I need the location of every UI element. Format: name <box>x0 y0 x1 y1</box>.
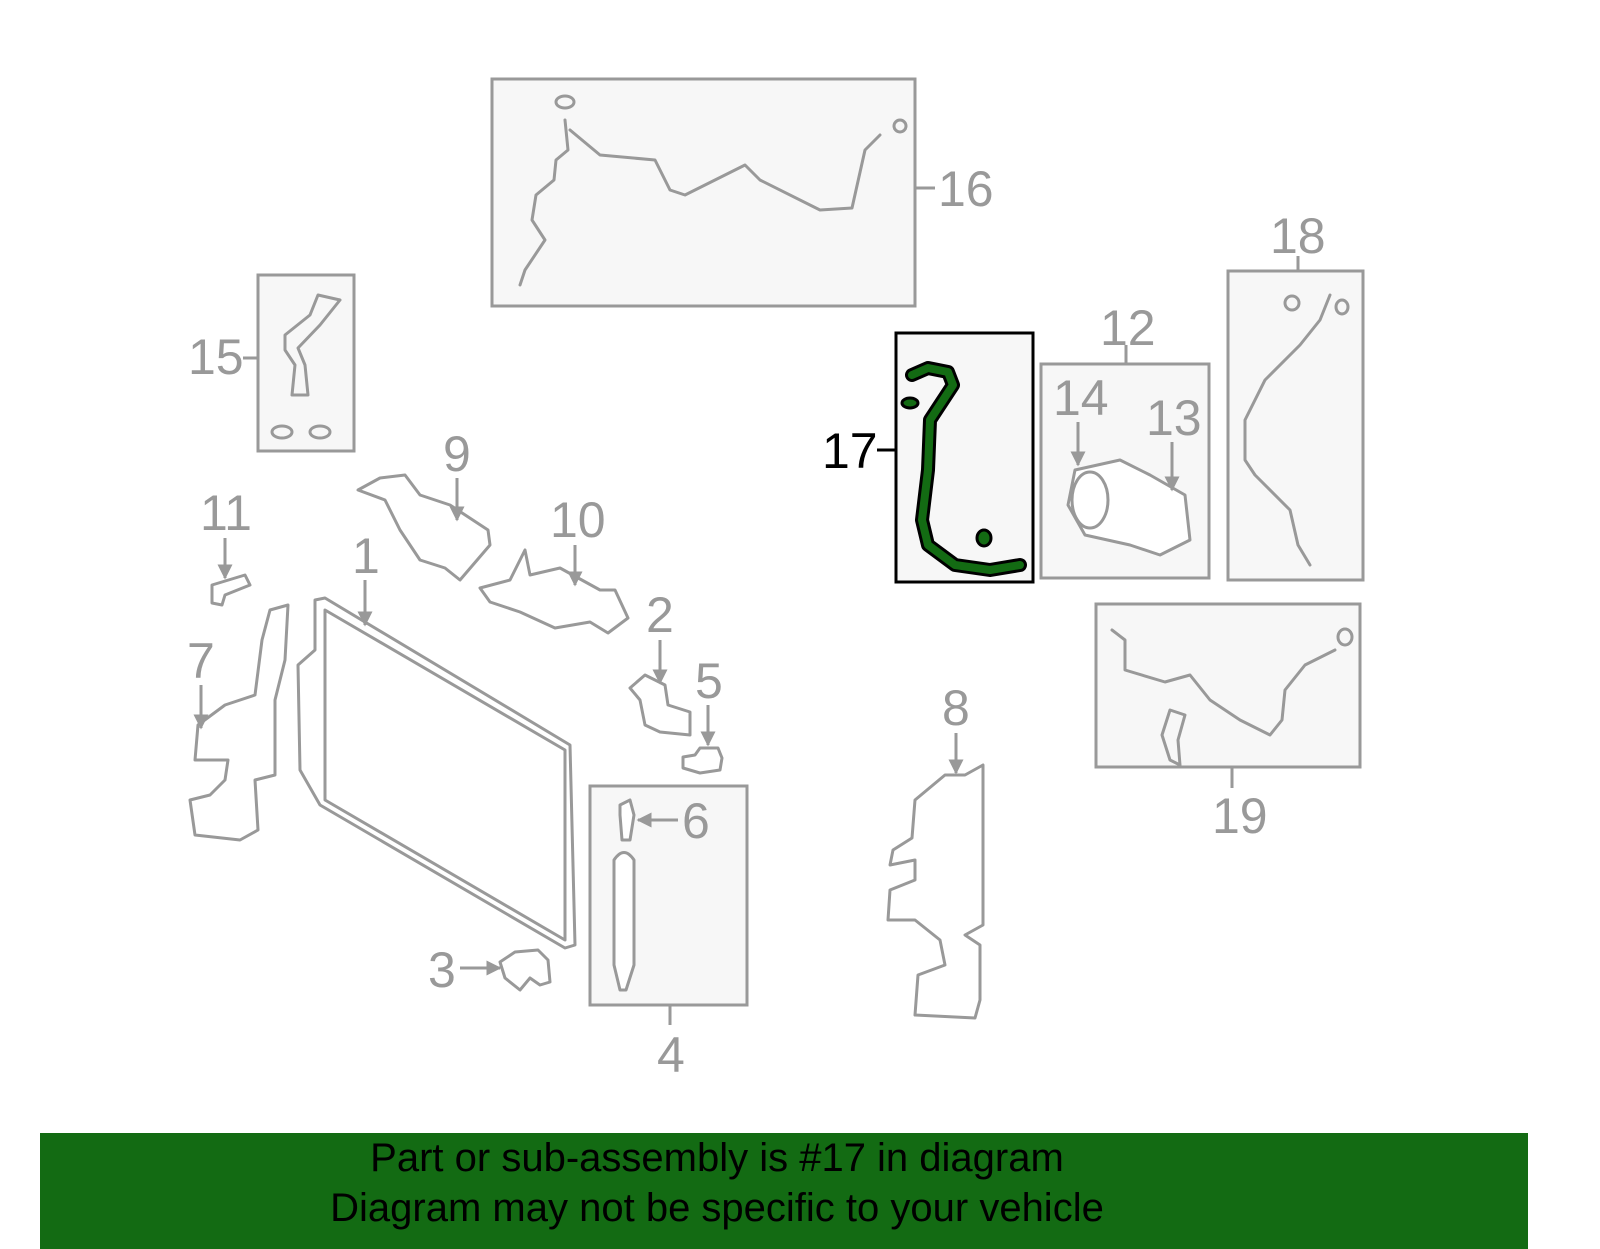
part-9 <box>356 473 492 582</box>
part-7-group[interactable]: 7 <box>187 603 290 842</box>
callout-4: 4 <box>657 1027 685 1083</box>
part-4-group[interactable]: 6 4 <box>588 784 749 1083</box>
part-18-line <box>1243 293 1332 567</box>
part-3 <box>498 948 552 992</box>
part-11-group[interactable]: 11 <box>200 485 252 607</box>
part-15-line <box>283 293 342 397</box>
part-8 <box>886 763 985 1020</box>
part-7 <box>188 603 290 842</box>
part-17-hose <box>908 364 1024 574</box>
callout-18: 18 <box>1270 208 1326 264</box>
part-18-group[interactable]: 18 <box>1226 208 1365 582</box>
part-9-group[interactable]: 9 <box>356 426 492 582</box>
condenser <box>296 596 577 950</box>
banner-line-1: Part or sub-assembly is #17 in diagram <box>370 1136 1064 1180</box>
callout-7: 7 <box>187 633 215 689</box>
callout-10: 10 <box>550 492 606 548</box>
callout-14: 14 <box>1053 370 1109 426</box>
part-10 <box>478 548 630 635</box>
callout-12: 12 <box>1100 300 1156 356</box>
callout-5: 5 <box>695 653 723 709</box>
part-2-group[interactable]: 2 <box>628 587 692 737</box>
part-16-line <box>518 118 882 287</box>
callout-11: 11 <box>200 485 252 541</box>
callout-6: 6 <box>682 793 710 849</box>
part-19-line <box>1110 628 1337 737</box>
callout-2: 2 <box>646 587 674 643</box>
bolt <box>210 573 252 607</box>
callout-16: 16 <box>938 161 994 217</box>
part-8-group[interactable]: 8 <box>886 680 985 1020</box>
part-15-group[interactable]: 15 <box>188 273 356 453</box>
callout-1: 1 <box>352 528 380 584</box>
callout-9: 9 <box>443 426 471 482</box>
callout-17: 17 <box>822 423 878 479</box>
part-5-group[interactable]: 5 <box>681 653 724 775</box>
part-16-box[interactable] <box>490 77 917 308</box>
part-5 <box>681 746 724 775</box>
callout-3: 3 <box>428 942 456 998</box>
part-19-box[interactable] <box>1094 602 1362 769</box>
info-banner: Part or sub-assembly is #17 in diagram D… <box>40 1133 1528 1249</box>
part-18-box[interactable] <box>1226 269 1365 582</box>
callout-15: 15 <box>188 329 244 385</box>
banner-line-2: Diagram may not be specific to your vehi… <box>330 1186 1104 1230</box>
part-3-group[interactable]: 3 <box>428 942 552 998</box>
part-10-group[interactable]: 10 <box>478 492 630 635</box>
part-19-group[interactable]: 19 <box>1094 602 1362 844</box>
callout-19: 19 <box>1212 788 1268 844</box>
part-2 <box>628 673 692 737</box>
part-1-group[interactable]: 1 <box>296 528 577 950</box>
part-6 <box>618 798 636 842</box>
part-17-group[interactable]: 17 <box>822 331 1035 584</box>
receiver-drier <box>612 851 636 992</box>
part-12-group[interactable]: 12 14 13 <box>1039 300 1211 580</box>
callout-13: 13 <box>1146 390 1202 446</box>
part-16-group[interactable]: 16 <box>490 77 994 308</box>
callout-8: 8 <box>942 680 970 736</box>
